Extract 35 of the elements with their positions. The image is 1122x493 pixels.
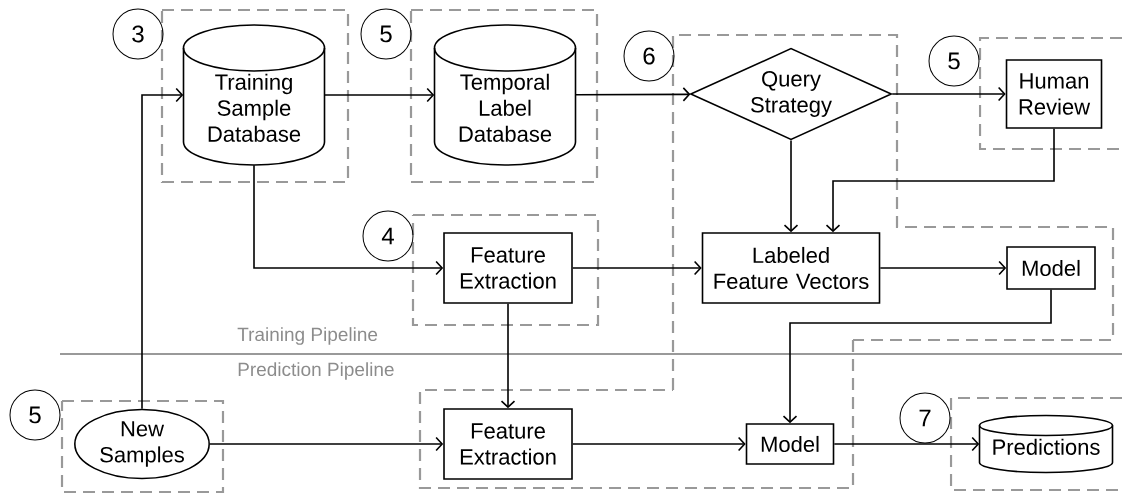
arrow [253, 164, 444, 276]
node-label: Training Sample Database [208, 73, 301, 142]
arrow [833, 436, 980, 452]
database-cylinder: Predictions [978, 414, 1114, 474]
database-cylinder: Training Sample Database [182, 24, 326, 166]
process-box: Feature Extraction [443, 232, 573, 304]
step-number: 5 [360, 8, 412, 60]
database-cylinder: Temporal Label Database [433, 24, 577, 166]
arrow [209, 436, 444, 452]
arrow [572, 260, 702, 276]
step-number: 5 [928, 35, 980, 87]
arrow [574, 87, 691, 102]
arrow [782, 289, 1052, 424]
node-label: Predictions [993, 438, 1100, 455]
arrow [500, 303, 516, 409]
arrow [825, 128, 1055, 233]
step-number: 6 [623, 30, 675, 82]
step-number: 4 [362, 210, 414, 262]
process-box: Human Review [1005, 59, 1103, 129]
step-number: 7 [899, 392, 951, 444]
arrow [879, 260, 1007, 276]
section-label: Prediction Pipeline [238, 362, 394, 380]
arrow [891, 86, 1006, 102]
step-number: 3 [112, 8, 164, 60]
section-label: Training Pipeline [237, 327, 378, 345]
arrow [323, 87, 435, 103]
node-label: Temporal Label Database [459, 73, 552, 142]
step-number: 5 [9, 389, 61, 441]
process-box: Feature Extraction [443, 408, 573, 480]
process-box: Labeled Feature Vectors [701, 232, 881, 304]
arrow [783, 139, 799, 233]
process-box: Model [745, 423, 835, 465]
arrow [141, 87, 184, 410]
arrow [572, 436, 746, 452]
process-box: Model [1006, 246, 1096, 290]
